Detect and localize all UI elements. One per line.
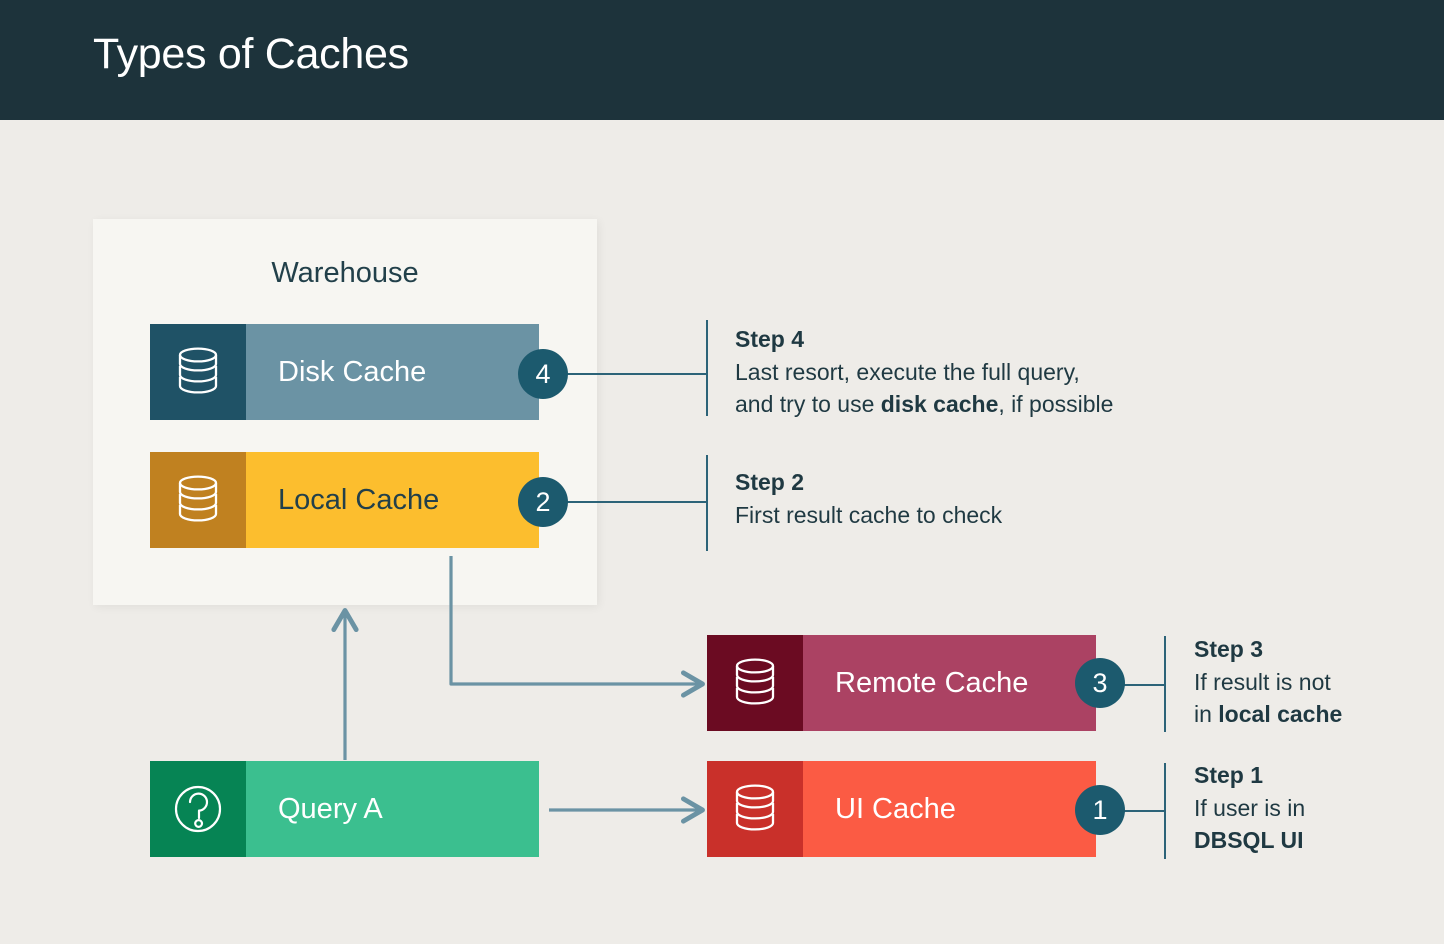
step-badge-4[interactable]: 4	[518, 349, 568, 399]
question-circle-icon	[150, 761, 246, 857]
step-badge-2[interactable]: 2	[518, 477, 568, 527]
database-icon	[150, 324, 246, 420]
step-description: If result is not in local cache	[1194, 669, 1343, 727]
step-title: Step 2	[735, 469, 805, 495]
node-label: Local Cache	[246, 452, 539, 548]
callout-step-4: Step 4 Last resort, execute the full que…	[735, 325, 1235, 420]
node-label: Disk Cache	[246, 324, 539, 420]
leader-line-step-4	[566, 373, 707, 375]
bracket-step-4	[706, 320, 708, 416]
leader-line-step-3	[1123, 684, 1165, 686]
leader-line-step-2	[566, 501, 707, 503]
node-disk-cache[interactable]: Disk Cache	[150, 324, 539, 420]
header-bar: Types of Caches	[0, 0, 1444, 120]
node-remote-cache[interactable]: Remote Cache	[707, 635, 1096, 731]
step-description: Last resort, execute the full query, and…	[735, 359, 1114, 417]
page-title: Types of Caches	[93, 30, 409, 78]
step-description: If user is in DBSQL UI	[1194, 795, 1306, 853]
database-icon	[707, 761, 803, 857]
step-title: Step 4	[735, 326, 805, 352]
database-icon	[707, 635, 803, 731]
step-title: Step 1	[1194, 762, 1264, 788]
warehouse-label: Warehouse	[271, 257, 419, 289]
bracket-step-2	[706, 455, 708, 551]
step-badge-1[interactable]: 1	[1075, 785, 1125, 835]
node-label: Query A	[246, 761, 539, 857]
database-icon	[150, 452, 246, 548]
leader-line-step-1	[1123, 810, 1165, 812]
step-description: First result cache to check	[735, 502, 1003, 529]
callout-step-2: Step 2 First result cache to check	[735, 468, 1165, 532]
node-local-cache[interactable]: Local Cache	[150, 452, 539, 548]
callout-step-3: Step 3 If result is not in local cache	[1194, 635, 1434, 730]
node-label: UI Cache	[803, 761, 1096, 857]
node-query-a[interactable]: Query A	[150, 761, 539, 857]
node-label: Remote Cache	[803, 635, 1096, 731]
node-ui-cache[interactable]: UI Cache	[707, 761, 1096, 857]
step-badge-3[interactable]: 3	[1075, 658, 1125, 708]
bracket-step-3	[1164, 636, 1166, 732]
callout-step-1: Step 1 If user is in DBSQL UI	[1194, 761, 1434, 856]
bracket-step-1	[1164, 763, 1166, 859]
step-title: Step 3	[1194, 636, 1264, 662]
